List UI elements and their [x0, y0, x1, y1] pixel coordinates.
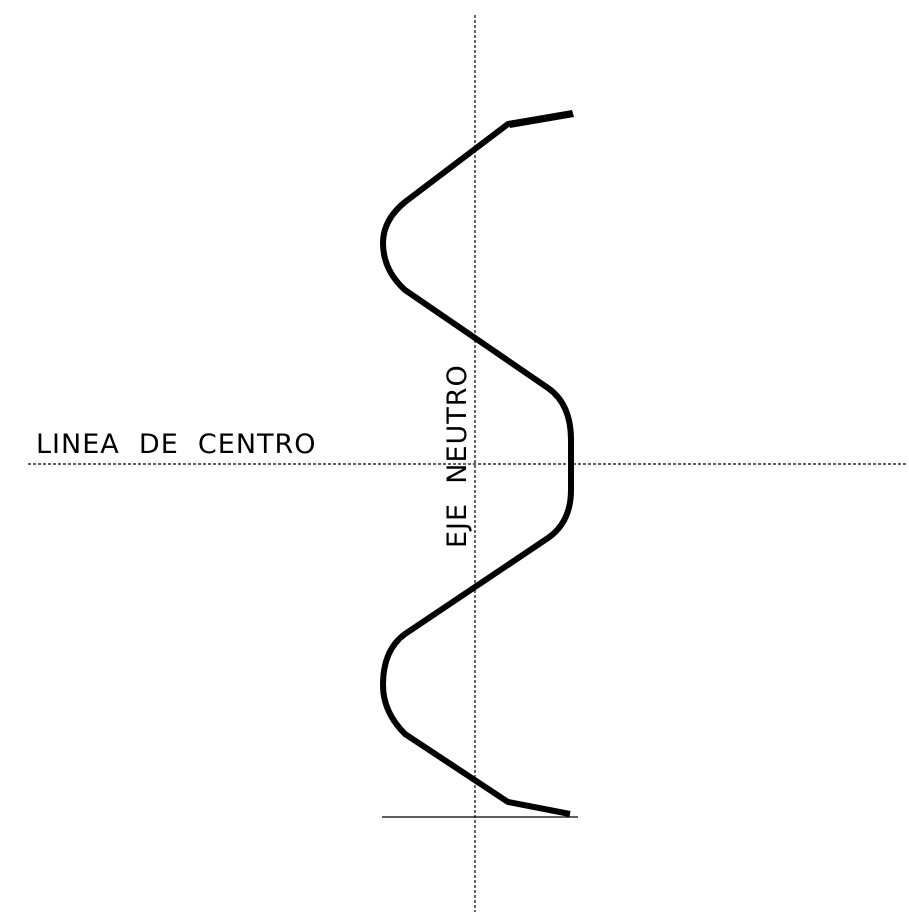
center-line-label: LINEA DE CENTRO — [36, 429, 317, 460]
top-end-tab — [508, 110, 574, 128]
wave-profile — [380, 111, 574, 817]
neutral-axis-label: EJE NEUTRO — [442, 364, 473, 548]
